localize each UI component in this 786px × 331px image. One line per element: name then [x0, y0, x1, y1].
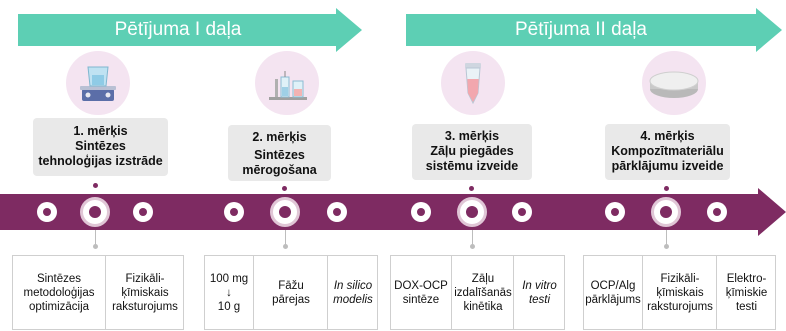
timeline-node-2b [327, 202, 347, 222]
subtask-2-1-text: 100 mg ↓ 10 g [209, 272, 249, 313]
goal-box-1: 1. mērķis Sintēzes tehnoloģijas izstrāde [33, 118, 168, 176]
connector-3 [472, 230, 473, 246]
subtask-2-3-text: In silico modelis [333, 279, 373, 306]
subtask-3-1-text: DOX-OCP sintēze [394, 279, 448, 306]
connector-2 [285, 230, 286, 246]
subtask-4-3-text: Elektro- ķīmiskie testi [725, 272, 768, 313]
goal-4-title-line1: Kompozītmateriālu [611, 144, 724, 158]
subtask-3-3-text: In vitro testi [522, 279, 557, 306]
goal-3-marker [469, 186, 474, 191]
subtask-group-2: 100 mg ↓ 10 g Fāžu pārejas In silico mod… [204, 255, 378, 330]
timeline-node-3b [512, 202, 532, 222]
subtask-2-1: 100 mg ↓ 10 g [205, 256, 253, 329]
lab-glassware-icon [255, 51, 319, 115]
goal-2-marker [282, 186, 287, 191]
subtask-3-2: Zāļu izdalīšanās kinētika [451, 256, 514, 329]
goal-1-number: 1. mērķis [73, 124, 128, 138]
subtask-4-2: Fizikāli- ķīmiskais raksturojums [642, 256, 717, 329]
subtask-1-1-text: Sintēzes metodoloģijas optimizācija [23, 272, 95, 313]
hot-plate-stirrer-icon [66, 51, 130, 115]
subtask-4-1: OCP/Alg pārklājums [584, 256, 642, 329]
timeline-node-1a [37, 202, 57, 222]
goal-3-title-line1: Zāļu piegādes [430, 144, 514, 158]
subtask-2-3: In silico modelis [327, 256, 378, 329]
connector-4-dot [664, 244, 669, 249]
subtask-group-1: Sintēzes metodoloģijas optimizācija Fizi… [12, 255, 184, 330]
goal-box-2: 2. mērķis Sintēzes mērogošana [228, 125, 331, 181]
timeline-node-4b [707, 202, 727, 222]
connector-4 [666, 230, 667, 246]
connector-1 [95, 230, 96, 246]
timeline-arrow-shape [0, 188, 786, 236]
phase-arrow-2: Pētījuma II daļa [406, 8, 782, 52]
subtask-4-2-text: Fizikāli- ķīmiskais raksturojums [647, 272, 713, 313]
phase-label-1: Pētījuma I daļa [114, 19, 242, 40]
goal-box-3: 3. mērķis Zāļu piegādes sistēmu izveide [412, 124, 532, 180]
goal-3-number: 3. mērķis [444, 129, 500, 143]
timeline-node-1-main [80, 197, 110, 227]
subtask-1-2: Fizikāli- ķīmiskais raksturojums [105, 256, 184, 329]
connector-3-dot [470, 244, 475, 249]
subtask-4-3: Elektro- ķīmiskie testi [716, 256, 776, 329]
timeline-node-2a [224, 202, 244, 222]
test-tube-icon [441, 51, 505, 115]
goal-1-marker [93, 183, 98, 188]
subtask-group-4: OCP/Alg pārklājums Fizikāli- ķīmiskais r… [583, 255, 776, 330]
timeline-node-1b [133, 202, 153, 222]
connector-2-dot [283, 244, 288, 249]
phase-arrow-1: Pētījuma I daļa [18, 8, 362, 52]
subtask-3-2-text: Zāļu izdalīšanās kinētika [454, 272, 512, 313]
goal-1-title-line2: tehnoloģijas izstrāde [38, 154, 163, 168]
timeline-node-3-main [457, 197, 487, 227]
connector-1-dot [93, 244, 98, 249]
phase-arrow-1-shape [18, 8, 362, 52]
subtask-4-1-text: OCP/Alg pārklājums [585, 279, 641, 306]
goal-box-4: 4. mērķis Kompozītmateriālu pārklājumu i… [605, 124, 730, 180]
goal-4-number: 4. mērķis [640, 129, 695, 143]
subtask-2-2: Fāžu pārejas [253, 256, 328, 329]
subtask-3-1: DOX-OCP sintēze [391, 256, 451, 329]
goal-4-marker [664, 186, 669, 191]
coating-disc-icon [642, 51, 706, 115]
goal-4-title-line2: pārklājumu izveide [611, 159, 724, 173]
goal-2-title-line1: Sintēzes [254, 148, 305, 162]
subtask-1-2-text: Fizikāli- ķīmiskais raksturojums [112, 272, 178, 313]
subtask-2-2-text: Fāžu pārejas [272, 279, 310, 306]
subtask-group-3: DOX-OCP sintēze Zāļu izdalīšanās kinētik… [390, 255, 565, 330]
timeline-node-4a [605, 202, 625, 222]
timeline-node-2-main [270, 197, 300, 227]
goal-2-title-line2: mērogošana [242, 163, 317, 177]
phase-label-2: Pētījuma II daļa [514, 19, 648, 40]
subtask-1-1: Sintēzes metodoloģijas optimizācija [13, 256, 105, 329]
goal-3-title-line2: sistēmu izveide [425, 159, 519, 173]
subtask-3-3: In vitro testi [513, 256, 565, 329]
timeline-node-4-main [651, 197, 681, 227]
timeline-arrow [0, 188, 786, 241]
goal-2-number: 2. mērķis [252, 130, 307, 144]
goal-1-title-line1: Sintēzes [75, 139, 126, 153]
phase-arrow-2-shape [406, 8, 782, 52]
timeline-node-3a [411, 202, 431, 222]
